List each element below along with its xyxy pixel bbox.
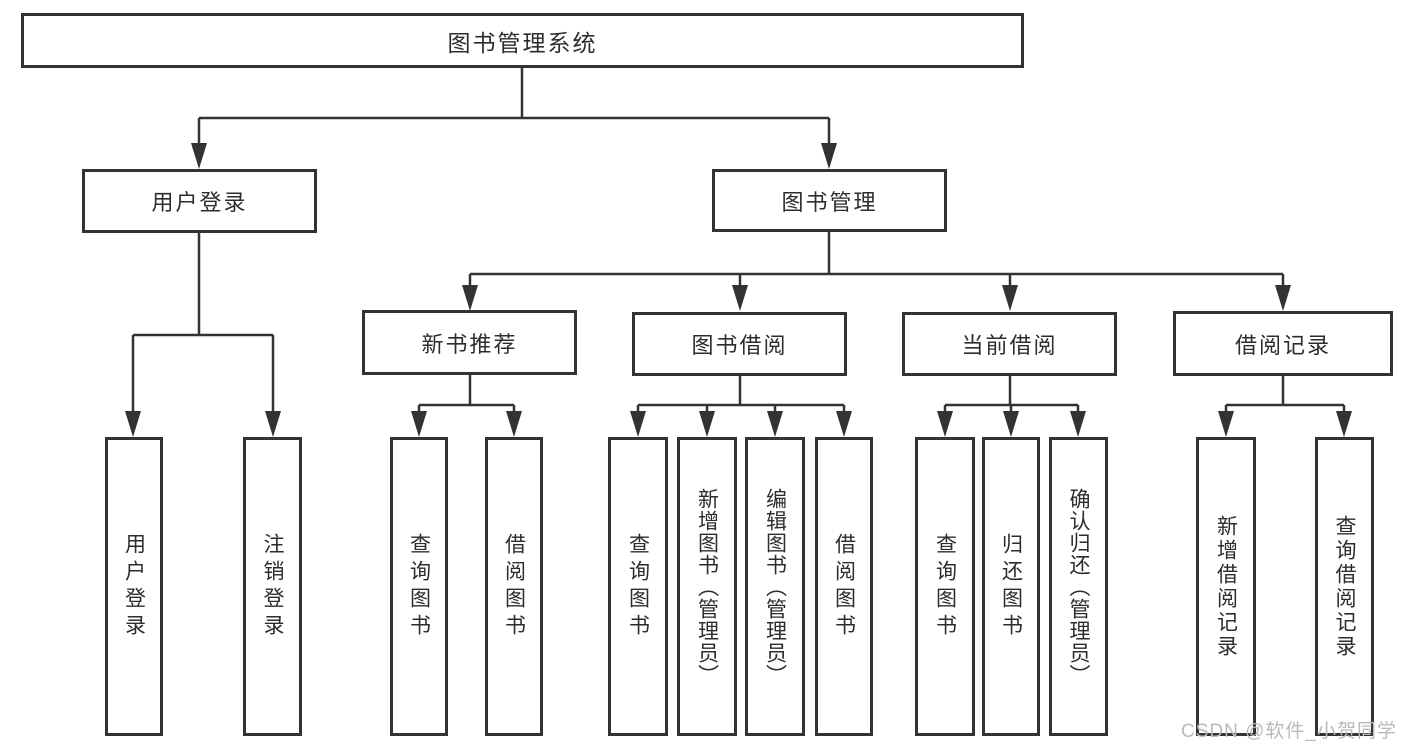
node-new-book-recommend-label: 新书推荐 bbox=[421, 331, 518, 357]
node-leaf-confirm-return-admin: 确认归还（管理员） bbox=[1049, 437, 1108, 736]
node-leaf-query-borrow-record-label: 查询借阅记录 bbox=[1333, 514, 1356, 659]
node-leaf-user-login: 用户登录 bbox=[105, 437, 163, 736]
node-leaf-query-book-2-label: 查询图书 bbox=[626, 532, 650, 641]
node-root: 图书管理系统 bbox=[21, 13, 1024, 68]
node-leaf-query-borrow-record: 查询借阅记录 bbox=[1315, 437, 1374, 736]
node-leaf-query-book-3-label: 查询图书 bbox=[933, 532, 957, 641]
node-leaf-borrow-book-2: 借阅图书 bbox=[815, 437, 873, 736]
node-leaf-borrow-book-1: 借阅图书 bbox=[485, 437, 543, 736]
node-leaf-add-book-admin: 新增图书（管理员） bbox=[677, 437, 737, 736]
node-leaf-query-book-3: 查询图书 bbox=[915, 437, 975, 736]
node-current-borrow: 当前借阅 bbox=[902, 312, 1117, 376]
node-leaf-confirm-return-admin-label: 确认归还（管理员） bbox=[1067, 487, 1090, 686]
node-borrow-record: 借阅记录 bbox=[1173, 311, 1393, 376]
node-leaf-add-borrow-record-label: 新增借阅记录 bbox=[1214, 514, 1238, 659]
node-user-login-label: 用户登录 bbox=[151, 190, 248, 215]
node-leaf-edit-book-admin: 编辑图书（管理员） bbox=[745, 437, 805, 736]
watermark-text: CSDN @软件_小贺同学 bbox=[1181, 721, 1397, 742]
node-leaf-logout: 注销登录 bbox=[243, 437, 302, 736]
node-leaf-return-book-label: 归还图书 bbox=[999, 532, 1023, 641]
node-book-mgmt-label: 图书管理 bbox=[781, 189, 878, 215]
node-leaf-query-book-1-label: 查询图书 bbox=[407, 532, 431, 641]
node-leaf-borrow-book-1-label: 借阅图书 bbox=[502, 532, 526, 641]
node-leaf-user-login-label: 用户登录 bbox=[122, 532, 146, 641]
node-leaf-edit-book-admin-label: 编辑图书（管理员） bbox=[763, 487, 787, 686]
arrowheads bbox=[125, 143, 1352, 437]
node-leaf-logout-label: 注销登录 bbox=[261, 532, 284, 641]
node-leaf-query-book-2: 查询图书 bbox=[608, 437, 668, 736]
node-current-borrow-label: 当前借阅 bbox=[961, 333, 1058, 358]
node-leaf-query-book-1: 查询图书 bbox=[390, 437, 448, 736]
node-leaf-add-book-admin-label: 新增图书（管理员） bbox=[695, 487, 719, 686]
node-book-borrow: 图书借阅 bbox=[632, 312, 847, 376]
node-book-borrow-label: 图书借阅 bbox=[691, 333, 788, 358]
node-leaf-add-borrow-record: 新增借阅记录 bbox=[1196, 437, 1256, 736]
node-leaf-borrow-book-2-label: 借阅图书 bbox=[832, 532, 856, 641]
node-new-book-recommend: 新书推荐 bbox=[362, 310, 577, 375]
node-book-mgmt: 图书管理 bbox=[712, 169, 947, 232]
node-borrow-record-label: 借阅记录 bbox=[1234, 332, 1331, 358]
node-user-login: 用户登录 bbox=[82, 169, 317, 233]
node-leaf-return-book: 归还图书 bbox=[982, 437, 1040, 736]
node-root-label: 图书管理系统 bbox=[447, 29, 598, 56]
